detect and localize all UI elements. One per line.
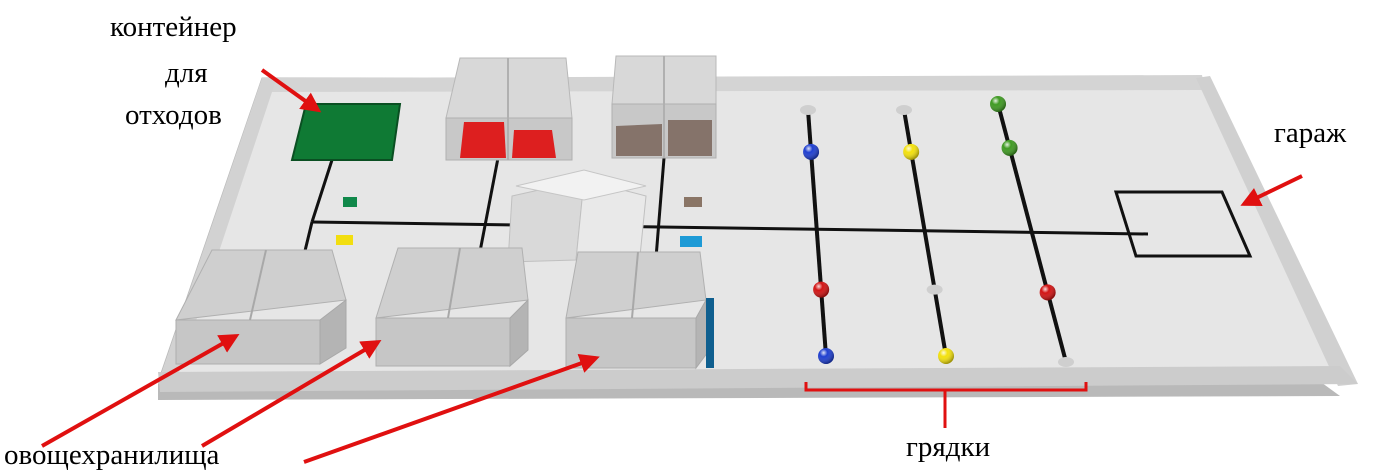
bed-2-ball-2-shine xyxy=(903,143,920,160)
garage-square-icon xyxy=(1113,190,1253,258)
color-markers xyxy=(336,197,702,247)
bed-3-ball-4-icon xyxy=(1058,357,1074,367)
bed-1-ball-4-shine xyxy=(818,348,834,364)
storage-brown-slot-left xyxy=(616,124,662,156)
bed-1-ball-1-icon xyxy=(800,105,816,115)
bed-1-ball-3-shine xyxy=(813,281,830,298)
storage-red-slot-left xyxy=(460,122,506,158)
arrow-storage-right xyxy=(303,353,600,464)
storage-brown-slot-right xyxy=(668,120,712,156)
arrow-storage-middle xyxy=(200,339,382,448)
storage-back-red xyxy=(445,57,573,161)
storage-front-left xyxy=(175,249,347,365)
label-container-line2: для xyxy=(165,57,208,89)
board-right-wall xyxy=(1196,76,1358,386)
annotation-arrows xyxy=(41,68,1303,464)
track-storage-mid xyxy=(476,157,500,263)
bed-2-ball-1-icon xyxy=(896,105,912,115)
bed-balls xyxy=(800,96,1074,367)
label-container-line1: контейнер xyxy=(110,11,237,43)
marker-blue-icon xyxy=(680,236,702,247)
bed-3-ball-3-shine xyxy=(1039,284,1056,301)
board-front-wall xyxy=(158,366,1358,392)
bed-3-ball-1-shine xyxy=(990,96,1006,112)
board-back-wall xyxy=(262,75,1205,92)
arrow-storage-left xyxy=(41,334,240,448)
bed-2-ball-3-icon xyxy=(926,284,943,295)
beds-bracket xyxy=(804,382,1088,428)
waste-container-icon xyxy=(290,103,402,161)
bed-2-ball-4-shine xyxy=(938,348,954,364)
label-storages: овощехранилища xyxy=(4,439,220,471)
marker-yellow-icon xyxy=(336,235,353,245)
label-container-line3: отходов xyxy=(125,99,222,131)
main-track xyxy=(311,220,1149,236)
storage-front-middle xyxy=(375,247,529,368)
label-garage: гараж xyxy=(1274,117,1347,149)
central-block xyxy=(507,169,647,263)
bed-3-ball-2-shine xyxy=(1001,139,1018,156)
arrow-container xyxy=(260,68,322,113)
label-beds: грядки xyxy=(906,431,990,463)
storage-red-slot-right xyxy=(512,130,556,158)
marker-green-icon xyxy=(343,197,357,207)
bed-1-ball-2-shine xyxy=(803,143,820,160)
storage-back-brown xyxy=(611,55,717,159)
storage-blue-edge xyxy=(706,298,714,368)
marker-brown-icon xyxy=(684,197,702,207)
track-waste xyxy=(310,159,334,223)
arrow-garage xyxy=(1240,174,1303,207)
track-storage-right xyxy=(654,157,666,259)
